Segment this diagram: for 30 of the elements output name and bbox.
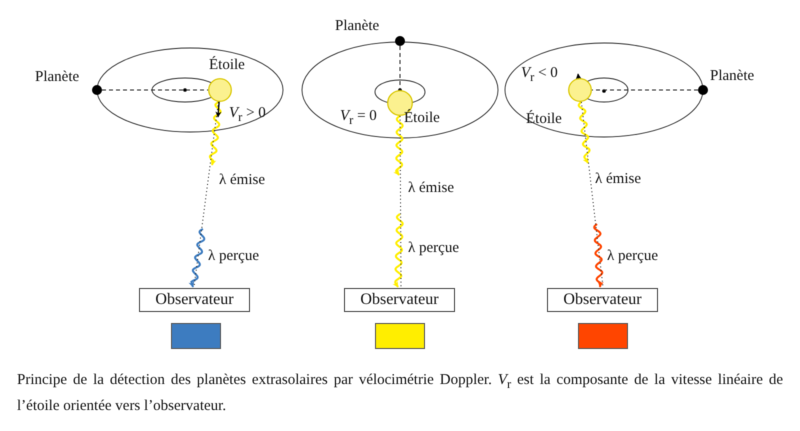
line-of-sight	[194, 101, 219, 288]
observer-box: Observateur	[139, 288, 250, 312]
velocity-label: V$_{r}$ < 0	[521, 64, 558, 86]
color-swatch	[578, 323, 628, 349]
wave-arrow	[188, 228, 206, 288]
wave-arrow	[593, 223, 604, 288]
edge-label: λ émise	[595, 170, 642, 188]
star-label: Étoile	[404, 109, 440, 127]
color-swatch	[171, 323, 221, 349]
star-label: Étoile	[526, 110, 562, 128]
edge-label: λ émise	[408, 179, 454, 197]
wave-arrow	[578, 101, 591, 164]
planet-label: Planète	[710, 67, 754, 85]
caption: Principe de la détection des planètes extrasolaires par vélocimétrie Doppler. V$_{r}$ est la composante de la vitesse linéaire de l’étoile orientée vers l’observateur.	[17, 371, 783, 416]
edge-label: λ émise	[219, 171, 266, 189]
wave-arrow	[393, 115, 404, 176]
line-of-sight	[580, 101, 604, 288]
edge-label: λ perçue	[208, 247, 259, 265]
observer-box: Observateur	[547, 288, 658, 312]
observer-box: Observateur	[344, 288, 455, 312]
color-swatch	[375, 323, 425, 349]
planet-label: Planète	[35, 68, 80, 86]
edge-label: λ perçue	[408, 239, 459, 257]
planet-label: Planète	[335, 17, 380, 35]
wave-arrow	[392, 213, 404, 288]
line-of-sight	[400, 116, 402, 288]
star-label: Étoile	[209, 56, 245, 74]
wave-arrow	[208, 101, 222, 166]
edge-label: λ perçue	[607, 247, 658, 265]
velocity-label: V$_{r}$ = 0	[340, 107, 377, 129]
